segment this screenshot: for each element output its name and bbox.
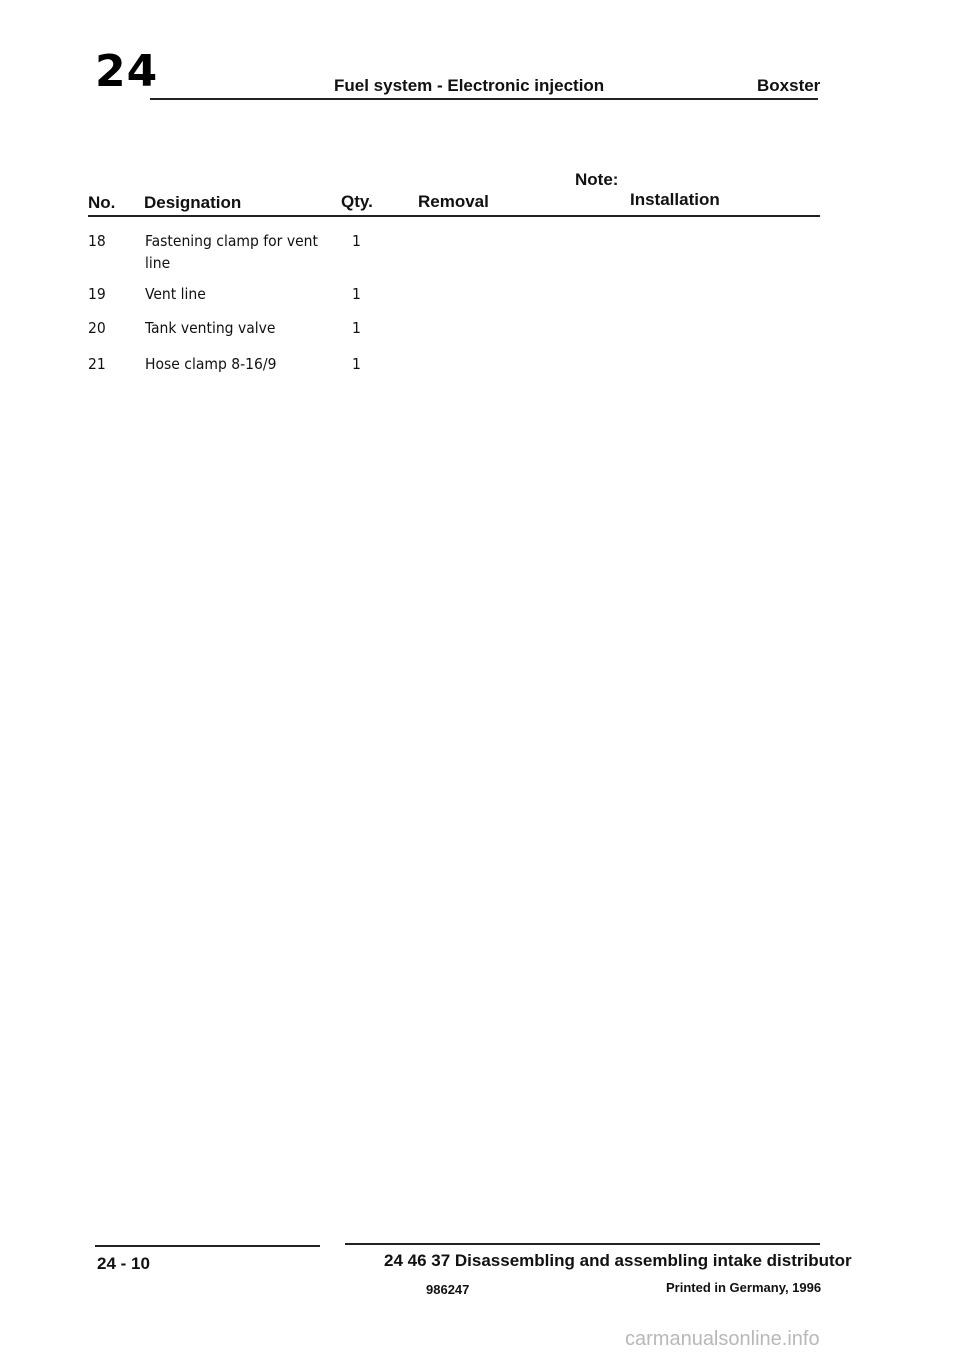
row-number: 18: [88, 232, 106, 250]
row-qty: 1: [352, 285, 361, 303]
row-designation: Tank venting valve: [145, 319, 276, 337]
row-qty: 1: [352, 319, 361, 337]
column-header-installation: Installation: [630, 190, 720, 209]
row-designation-continued: line: [145, 254, 171, 272]
watermark-text: carmanualsonline.info: [625, 1328, 820, 1350]
column-header-designation: Designation: [144, 193, 242, 212]
column-header-qty: Qty.: [341, 192, 373, 211]
table-header-divider: [88, 215, 820, 217]
row-number: 20: [88, 319, 106, 337]
row-designation: Vent line: [145, 285, 206, 303]
footer-section-title: 24 46 37 Disassembling and assembling in…: [384, 1251, 852, 1270]
document-code: 986247: [426, 1282, 470, 1297]
footer-divider-right: [345, 1243, 820, 1245]
page-number: 24 - 10: [97, 1254, 150, 1273]
printed-note: Printed in Germany, 1996: [666, 1280, 822, 1295]
row-designation: Hose clamp 8-16/9: [145, 355, 277, 373]
header-model: Boxster: [757, 76, 821, 95]
row-number: 21: [88, 355, 106, 373]
row-designation: Fastening clamp for vent: [145, 232, 318, 250]
row-qty: 1: [352, 355, 361, 373]
column-header-note: Note:: [575, 170, 619, 189]
chapter-number: 24: [95, 46, 159, 97]
row-number: 19: [88, 285, 106, 303]
header-divider: [150, 98, 818, 100]
footer-divider-left: [95, 1245, 320, 1247]
row-qty: 1: [352, 232, 361, 250]
column-header-no: No.: [88, 193, 116, 212]
header-title: Fuel system - Electronic injection: [334, 76, 605, 95]
column-header-removal: Removal: [418, 192, 489, 211]
